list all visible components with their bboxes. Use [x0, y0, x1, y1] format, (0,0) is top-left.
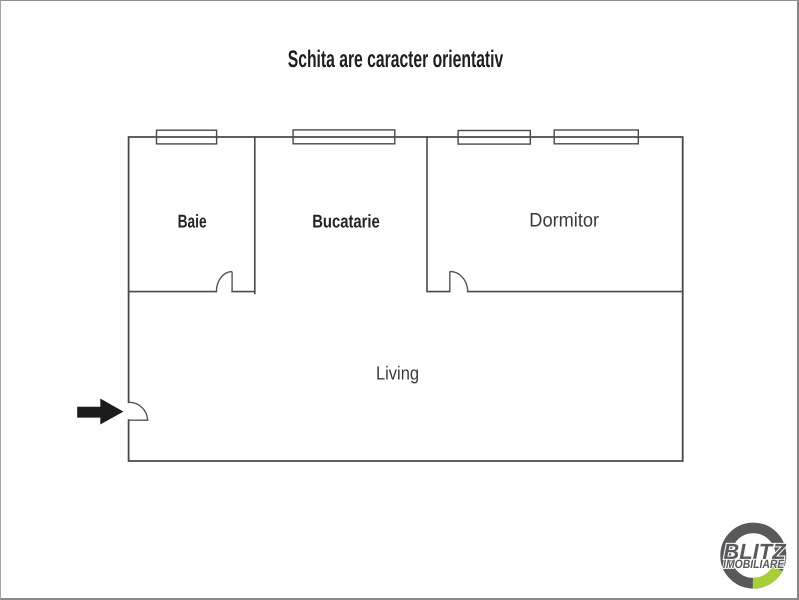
- svg-text:BLITZ: BLITZ: [723, 538, 787, 563]
- svg-text:IMOBILIARE: IMOBILIARE: [723, 557, 785, 571]
- svg-text:Schita are caracter orientativ: Schita are caracter orientativ: [287, 45, 503, 72]
- svg-text:Living: Living: [375, 363, 418, 384]
- svg-text:Baie: Baie: [177, 210, 206, 231]
- svg-text:Bucatarie: Bucatarie: [312, 210, 380, 231]
- svg-text:Dormitor: Dormitor: [529, 209, 599, 231]
